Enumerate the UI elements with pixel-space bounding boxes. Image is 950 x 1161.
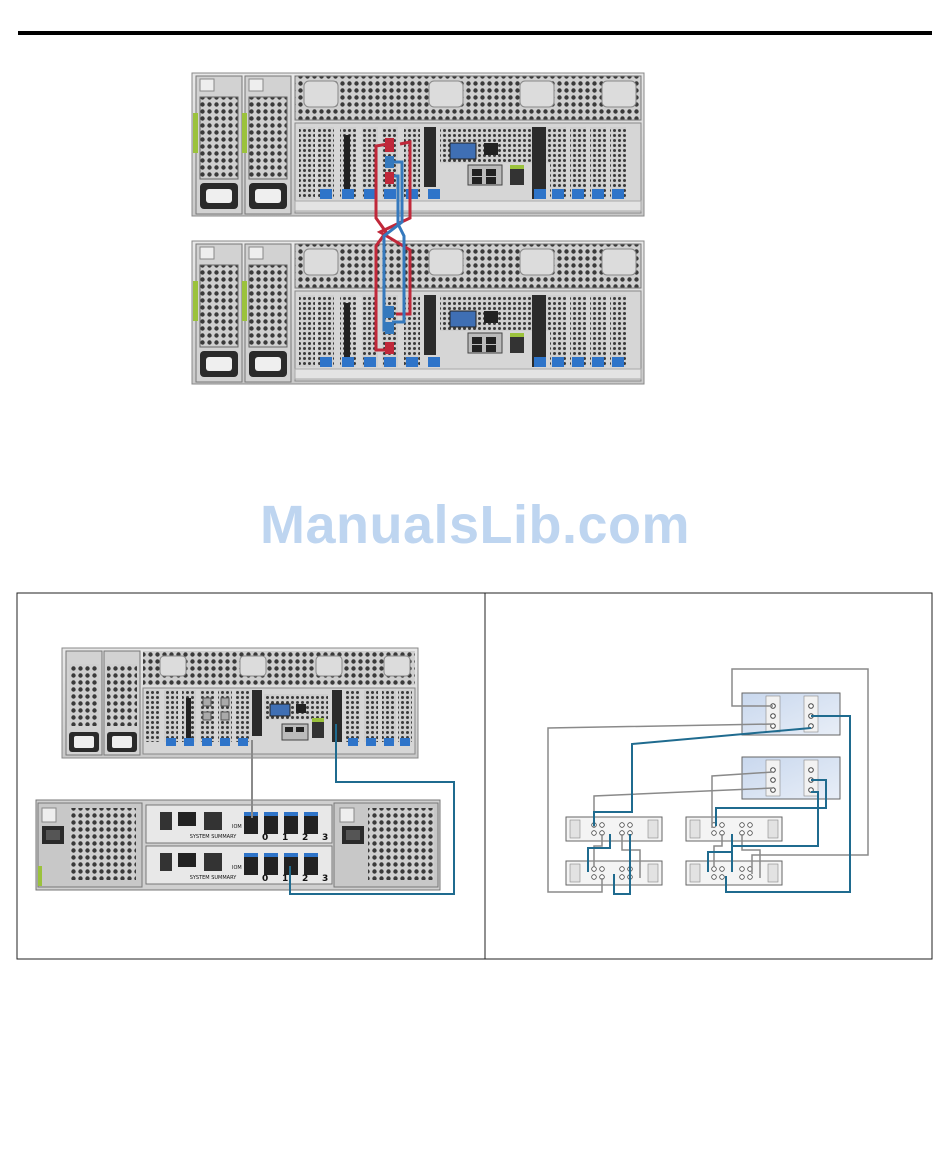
- watermark: ManualsLib.com: [0, 494, 950, 556]
- port-label-2-top: 2: [302, 833, 308, 843]
- iom-label-bottom: IOM: [232, 865, 242, 871]
- server-bottom: [192, 241, 644, 384]
- port-label-1-top: 1: [282, 833, 288, 843]
- server-left-panel: [62, 648, 418, 758]
- port-label-1-bottom: 1: [282, 874, 288, 884]
- right-panel: [485, 593, 932, 959]
- server-top: [192, 73, 644, 216]
- port-label-3-bottom: 3: [322, 874, 328, 884]
- iom-summary-label-bottom: SYSTEM SUMMARY: [190, 875, 238, 881]
- port-label-0-bottom: 0: [262, 874, 268, 884]
- cabling-schematic: [548, 669, 868, 894]
- port-label-2-bottom: 2: [302, 874, 308, 884]
- iom-label-top: IOM: [232, 824, 242, 830]
- storage-shelf: SYSTEM SUMMARY IOM 0 1 2 3 SYSTEM SUMMAR…: [36, 800, 440, 890]
- port-label-0-top: 0: [262, 833, 268, 843]
- iom-summary-label-top: SYSTEM SUMMARY: [190, 834, 238, 840]
- port-label-3-top: 3: [322, 833, 328, 843]
